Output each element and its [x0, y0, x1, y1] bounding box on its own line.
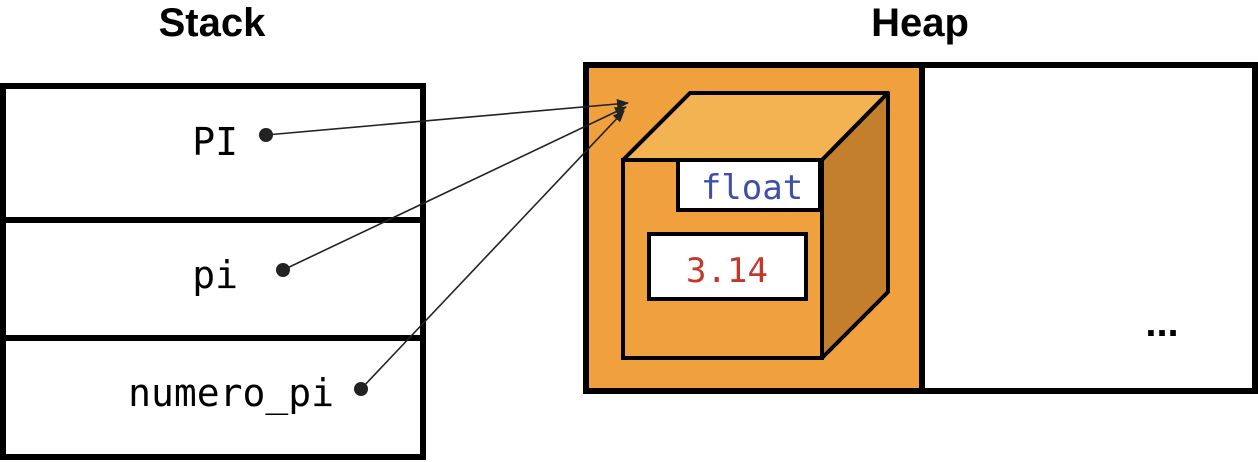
heap-more-ellipsis: ... [1145, 301, 1178, 345]
float-object-box: float 3.14 [621, 91, 890, 360]
heap-slot-empty [919, 62, 1258, 394]
reference-arrow-PI [265, 98, 629, 136]
stack-cell-PI [0, 83, 426, 223]
stack-variable-numero-pi: numero_pi [128, 371, 334, 416]
heap-title: Heap [871, 1, 969, 45]
stack-variable-pi: pi [192, 253, 238, 297]
stack-variable-PI: PI [192, 120, 238, 164]
stack-cell-pi [0, 217, 426, 341]
object-type-label: float [701, 168, 803, 208]
value-box [647, 232, 808, 301]
type-label-box [676, 158, 822, 212]
reference-arrow-pi [282, 106, 627, 271]
object-value: 3.14 [686, 251, 768, 291]
stack-cell-numero-pi [0, 335, 426, 460]
stack-frame [0, 83, 426, 460]
stack-title: Stack [159, 1, 266, 45]
reference-arrow-numero-pi [360, 110, 625, 390]
